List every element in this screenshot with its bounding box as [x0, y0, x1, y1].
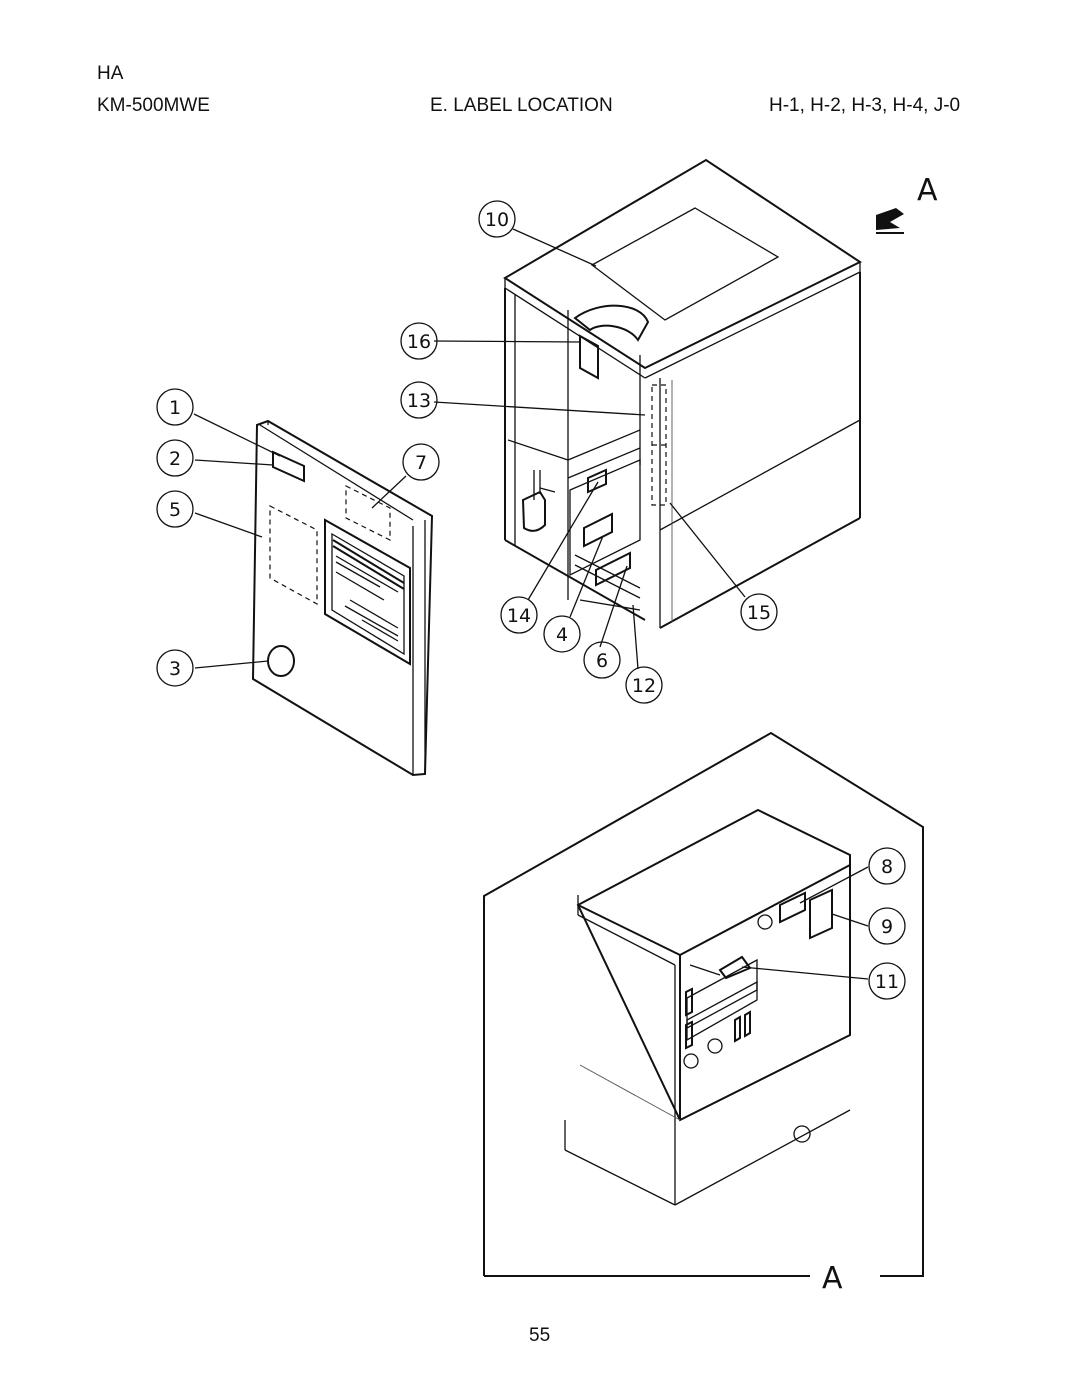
callout-4: 4: [543, 615, 581, 653]
callout-5: 5: [156, 490, 194, 528]
svg-text:7: 7: [415, 452, 427, 474]
model-number: KM-500MWE: [97, 95, 210, 116]
svg-text:13: 13: [407, 390, 431, 412]
callout-10: 10: [478, 200, 516, 238]
leader-lines: [193, 228, 869, 980]
view-letter-bottom: A: [822, 1261, 843, 1296]
svg-text:12: 12: [632, 675, 656, 697]
svg-text:5: 5: [169, 499, 181, 521]
svg-text:8: 8: [881, 856, 893, 878]
brand-label: HA: [97, 63, 124, 84]
cabinet-drawing: [503, 158, 863, 629]
svg-text:3: 3: [169, 658, 181, 680]
callout-12: 12: [625, 666, 663, 704]
serial-codes: H-1, H-2, H-3, H-4, J-0: [769, 95, 961, 116]
callout-14: 14: [500, 596, 538, 634]
detail-view-a-drawing: [483, 731, 924, 1277]
callout-3: 3: [156, 649, 194, 687]
callout-16: 16: [400, 322, 438, 360]
svg-text:15: 15: [747, 602, 771, 624]
svg-text:14: 14: [507, 605, 531, 627]
section-title: E. LABEL LOCATION: [430, 95, 613, 116]
svg-text:10: 10: [485, 209, 509, 231]
front-panel-drawing: [251, 419, 434, 777]
callout-15: 15: [740, 593, 778, 631]
page-number: 55: [529, 1325, 551, 1346]
svg-text:1: 1: [169, 397, 181, 419]
callout-7: 7: [402, 443, 440, 481]
callout-13: 13: [400, 381, 438, 419]
svg-text:9: 9: [881, 916, 893, 938]
svg-text:6: 6: [596, 650, 608, 672]
callout-1: 1: [156, 388, 194, 426]
callout-9: 9: [868, 907, 906, 945]
callout-6: 6: [583, 641, 621, 679]
callout-11: 11: [868, 962, 906, 1000]
svg-text:4: 4: [556, 624, 568, 646]
view-arrow-icon: [876, 208, 904, 234]
svg-text:11: 11: [875, 971, 899, 993]
svg-text:16: 16: [407, 331, 431, 353]
callout-8: 8: [868, 847, 906, 885]
view-letter-top: A: [917, 173, 938, 208]
callout-2: 2: [156, 439, 194, 477]
svg-text:2: 2: [169, 448, 181, 470]
